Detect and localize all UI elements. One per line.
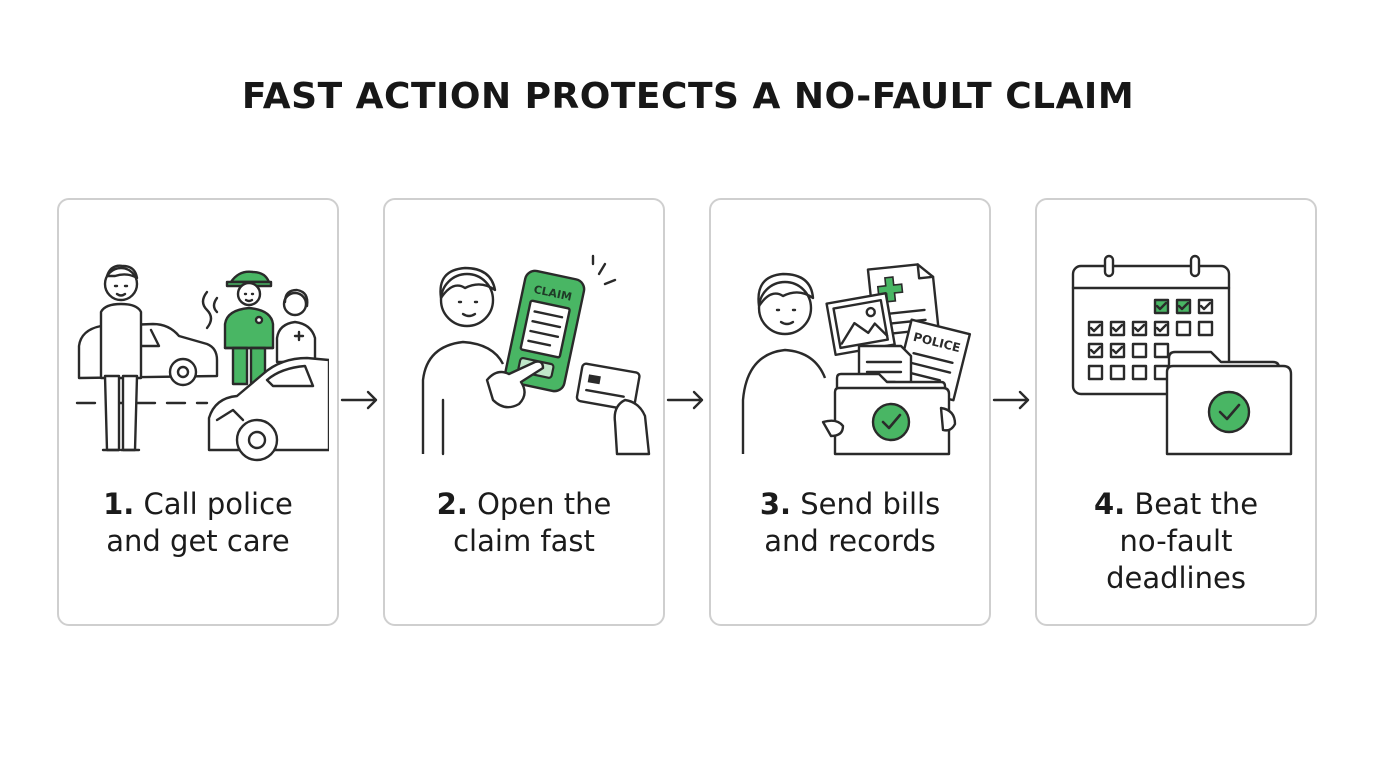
- step-label-4: 4. Beat the no-fault deadlines: [1093, 487, 1259, 595]
- step-label-2: 2. Open the claim fast: [436, 487, 612, 558]
- phone-claim-icon: CLAIM: [421, 254, 651, 456]
- step-label-1: 1. Call police and get care: [103, 487, 293, 558]
- documents-folder-icon: POLICE: [741, 263, 972, 456]
- step-card-3: POLICE 3. Send bills and records: [709, 198, 991, 626]
- step-card-4: 4. Beat the no-fault deadlines: [1035, 198, 1317, 626]
- step-card-2: CLAIM 2. Open the claim fast: [383, 198, 665, 626]
- accident-scene-icon: [75, 264, 329, 462]
- page-title: FAST ACTION PROTECTS A NO-FAULT CLAIM: [241, 76, 1135, 117]
- arrow-right-icon: [340, 390, 378, 410]
- calendar-deadline-icon: [1071, 254, 1293, 456]
- arrow-right-icon: [992, 390, 1030, 410]
- arrow-right-icon: [666, 390, 704, 410]
- step-label-3: 3. Send bills and records: [759, 487, 941, 558]
- step-card-1: 1. Call police and get care: [57, 198, 339, 626]
